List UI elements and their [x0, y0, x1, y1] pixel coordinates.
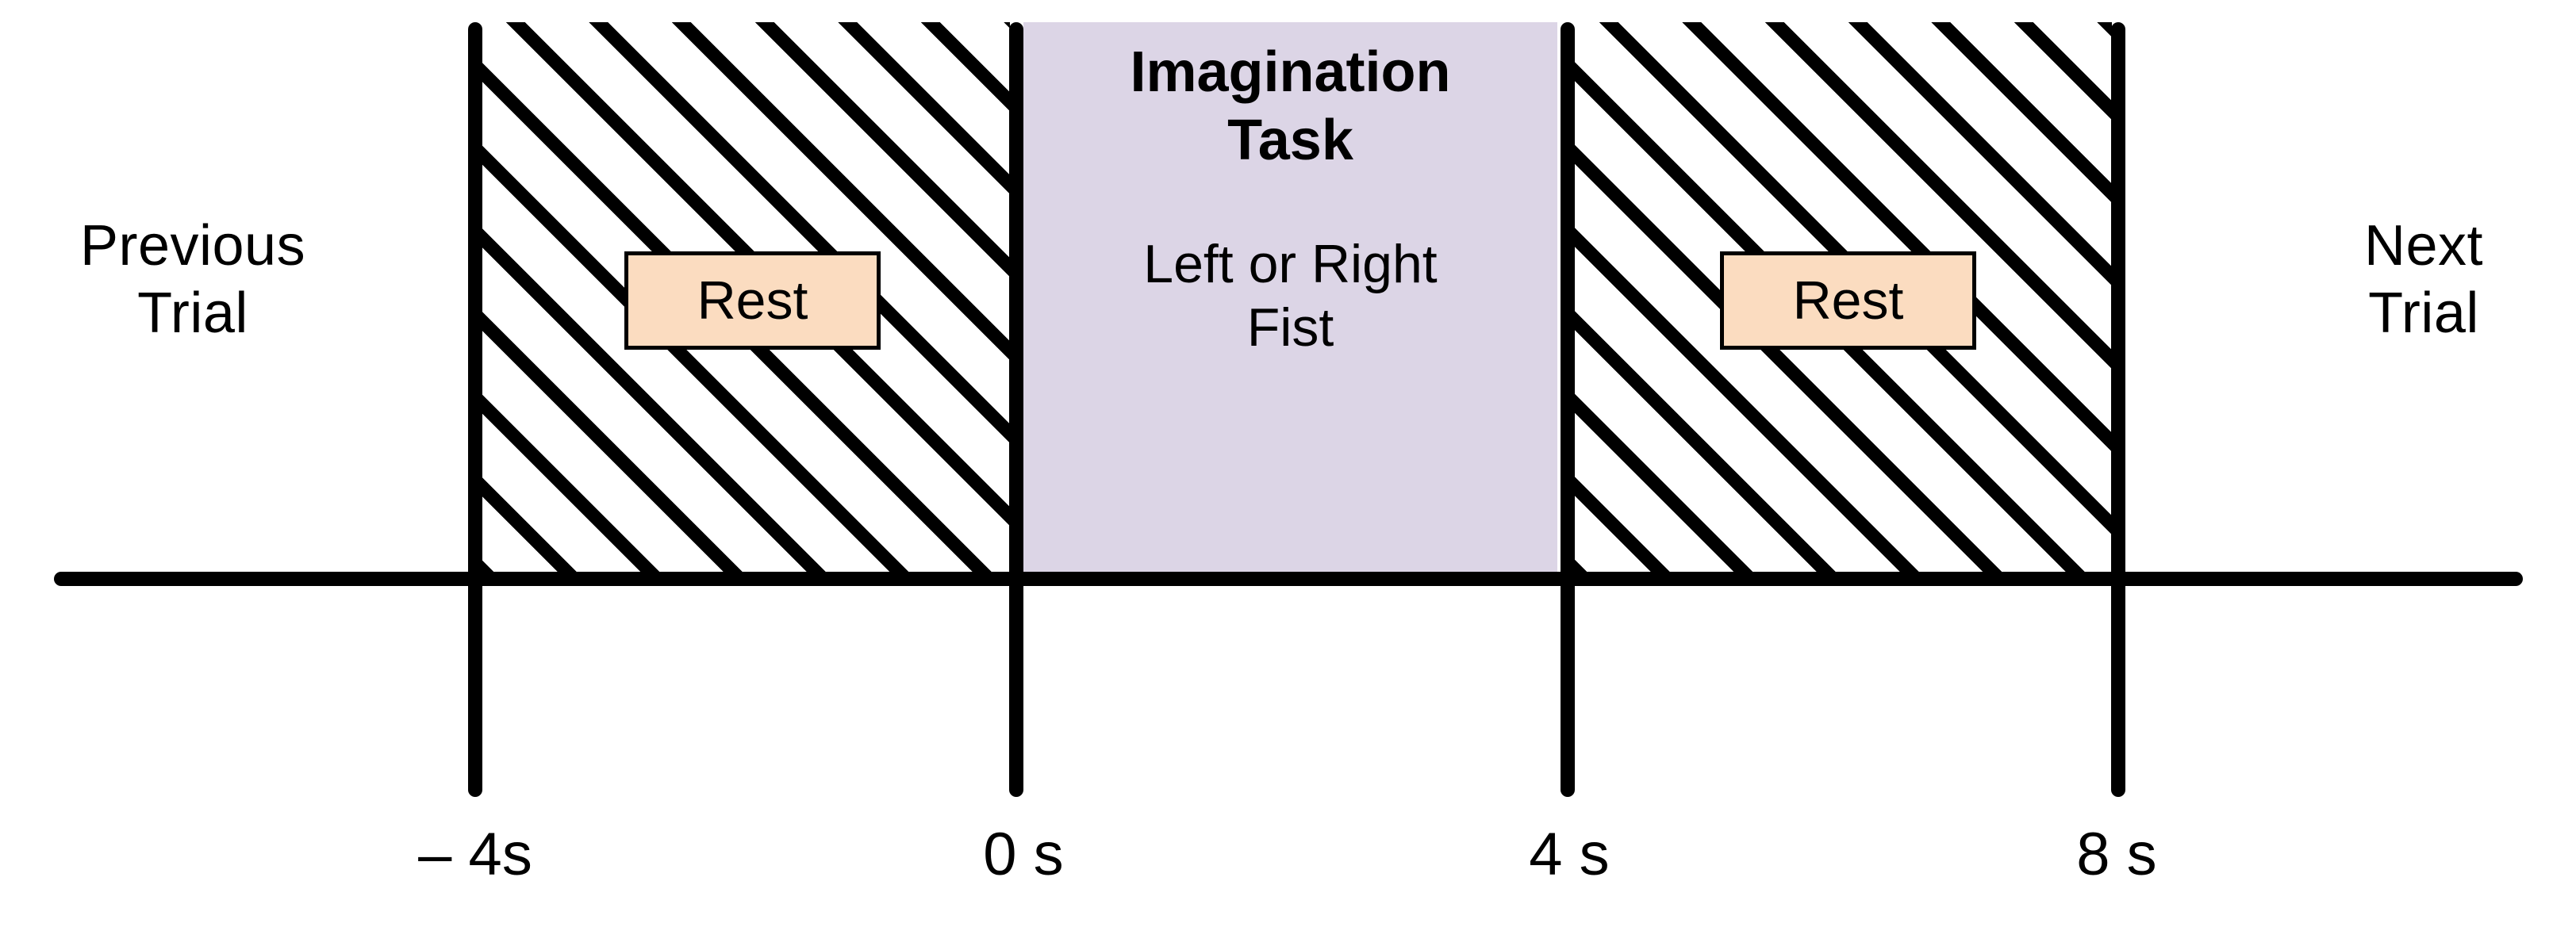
rest-chip-pre: Rest — [624, 251, 881, 350]
phase-block-rest-post — [1575, 22, 2112, 579]
rest-chip-post: Rest — [1720, 251, 1976, 350]
time-label-minus4s: – 4s — [418, 821, 532, 888]
next-trial-label: Next Trial — [2363, 214, 2484, 345]
tick-mark-4s — [1561, 22, 1575, 797]
tick-mark-minus4s — [468, 22, 482, 797]
previous-trial-label: Previous Trial — [79, 214, 306, 345]
tick-mark-8s — [2111, 22, 2125, 797]
time-label-0s: 0 s — [983, 821, 1064, 888]
time-label-4s: 4 s — [1529, 821, 1610, 888]
phase-block-imagination-task — [1023, 22, 1557, 579]
timeline-axis-line — [54, 572, 2523, 586]
tick-mark-0s — [1009, 22, 1023, 797]
time-label-8s: 8 s — [2076, 821, 2157, 888]
